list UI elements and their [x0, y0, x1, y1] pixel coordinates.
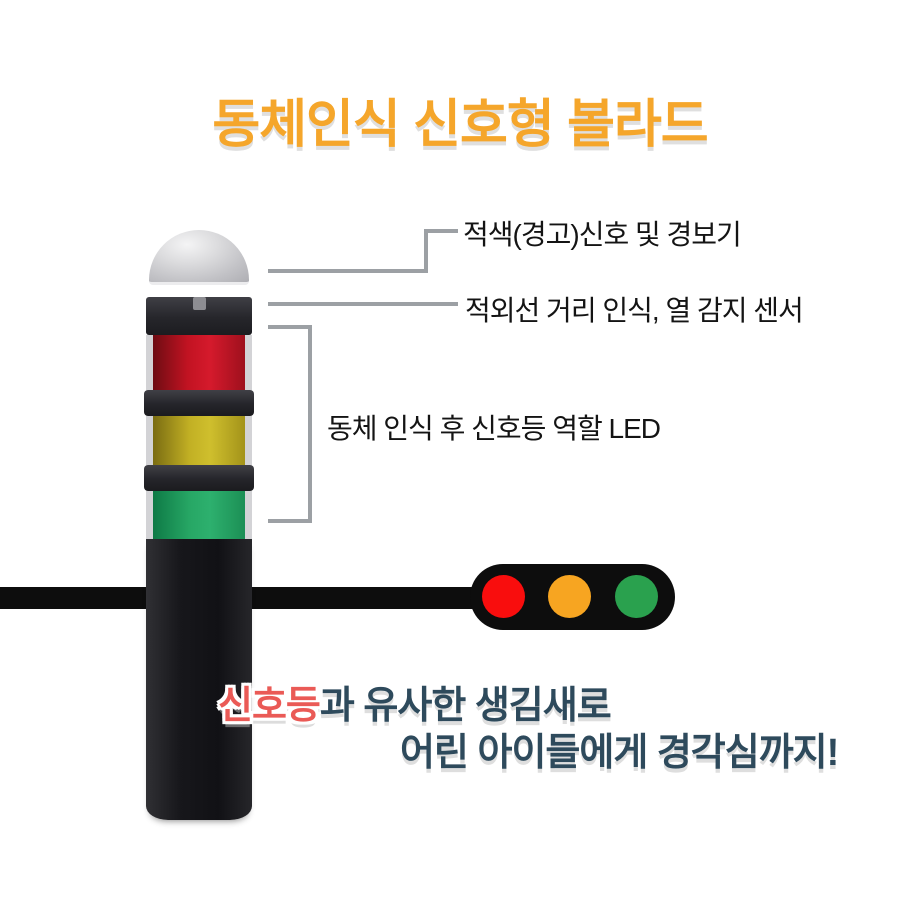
- bollard-dome: [149, 230, 249, 285]
- slogan-line-2: 어린 아이들에게 경각심까지!: [400, 732, 839, 774]
- slogan-highlight: 신호등: [218, 685, 321, 727]
- callout-line-warning: [426, 229, 458, 233]
- bollard-yellow-light: [146, 416, 252, 465]
- bollard-red-light: [146, 335, 252, 390]
- callout-line-warning: [268, 269, 426, 273]
- sensor-icon: [192, 297, 206, 310]
- bollard-separator-band: [144, 465, 254, 491]
- bollard-base: [146, 539, 252, 820]
- traffic-light-green-icon: [615, 575, 658, 618]
- traffic-light-amber-icon: [548, 575, 591, 618]
- callout-label-warning: 적색(경고)신호 및 경보기: [463, 219, 742, 250]
- bollard-green-light: [146, 491, 252, 539]
- traffic-light-icon: [470, 564, 675, 630]
- bollard-separator-band: [144, 390, 254, 416]
- callout-bracket-led: [268, 519, 312, 523]
- callout-line-sensor: [268, 302, 458, 306]
- page-title: 동체인식 신호형 볼라드: [212, 96, 708, 154]
- callout-bracket-led: [308, 325, 312, 523]
- bollard-sensor-band: [146, 297, 252, 335]
- callout-label-led: 동체 인식 후 신호등 역할 LED: [327, 413, 661, 444]
- traffic-light-red-icon: [482, 575, 525, 618]
- bollard-illustration: [144, 230, 254, 820]
- callout-line-warning: [424, 229, 428, 273]
- slogan-line-1: 신호등과 유사한 생김새로: [218, 674, 612, 729]
- slogan-line-1-rest: 과 유사한 생김새로: [319, 685, 612, 727]
- callout-label-sensor: 적외선 거리 인식, 열 감지 센서: [465, 295, 804, 326]
- callout-bracket-led: [268, 325, 312, 329]
